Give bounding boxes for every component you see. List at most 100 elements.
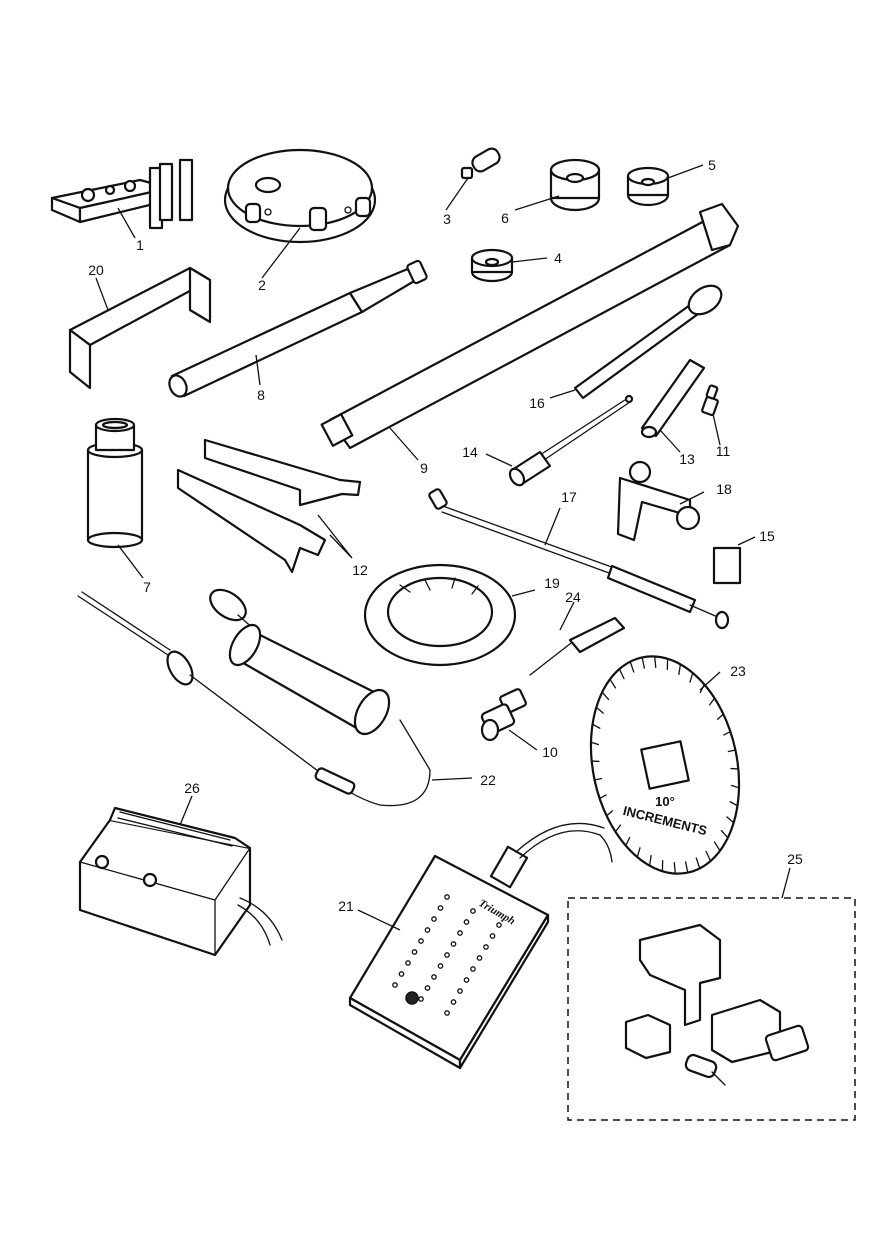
tester-led-dot [398, 971, 405, 977]
callout-12: 12 [352, 562, 368, 578]
callout-8: 8 [257, 387, 265, 403]
tester-led-dot [444, 894, 450, 900]
dial-tick [726, 816, 735, 824]
dial-tick [654, 655, 657, 668]
dial-tick [593, 777, 603, 781]
tester-led-dot [470, 908, 476, 914]
callout-7: 7 [143, 579, 151, 595]
part-11-nipple [701, 384, 719, 417]
tester-led-dot [463, 919, 470, 925]
callout-17: 17 [561, 489, 577, 505]
tester-led-dot [483, 944, 489, 950]
part-17-extension [428, 488, 730, 630]
callout-2: 2 [258, 277, 266, 293]
part-3-pin [460, 147, 501, 180]
part-19-ring [363, 563, 517, 667]
part-12-wrenches [176, 438, 362, 574]
dial-tick [595, 706, 604, 714]
part-7-cylinder [86, 417, 144, 549]
dial-tick [720, 829, 729, 839]
dial-tick [705, 850, 712, 862]
callout-20: 20 [88, 262, 104, 278]
tester-led-dot [405, 960, 411, 966]
kit-dashed-box [567, 897, 856, 1121]
tester-led-dot [424, 985, 431, 991]
dial-tick [614, 824, 622, 833]
part-4-cup [470, 248, 514, 283]
tester-led-dot [489, 933, 496, 939]
tester-led-dot [457, 988, 463, 994]
dial-tick [729, 801, 739, 807]
part-14-probe [508, 394, 634, 487]
leader-lines [95, 164, 791, 931]
dial-tick [618, 668, 625, 680]
part-1-fixture [50, 158, 194, 230]
tester-led-dot [392, 982, 398, 988]
part-20-bracket [68, 266, 212, 390]
callout-26: 26 [184, 780, 200, 796]
callout-1: 1 [136, 237, 144, 253]
callout-11: 11 [716, 443, 731, 459]
dial-tick [695, 857, 701, 870]
part-26-unit [78, 806, 283, 957]
tester-led-dot [437, 963, 444, 969]
dial-tick [730, 784, 740, 789]
callout-18: 18 [716, 481, 732, 497]
dial-tick [609, 678, 617, 689]
tester-led-dot [450, 941, 457, 947]
dial-tick [723, 730, 732, 736]
dial-tick [678, 663, 682, 676]
part-23-dial: 10° INCREMENTS [589, 655, 741, 875]
dial-tick [708, 697, 716, 706]
dial-tick [605, 810, 614, 817]
dial-tick [625, 836, 631, 847]
tester-led-dot [418, 938, 424, 944]
dial-tick [636, 847, 641, 858]
dial-tick [684, 861, 689, 874]
dial-tick [689, 672, 694, 683]
callout-5: 5 [708, 157, 716, 173]
callout-25: 25 [787, 851, 803, 867]
part-18-clamp [616, 460, 701, 542]
tester-led-dot [424, 927, 431, 933]
dial-tick [727, 749, 737, 753]
tester-led-dot [431, 974, 437, 980]
tester-led-dot [496, 922, 502, 928]
tester-led-dot [457, 930, 463, 936]
part-9-tube [320, 202, 740, 450]
callout-10: 10 [542, 744, 558, 760]
callout-13: 13 [679, 451, 695, 467]
callout-15: 15 [759, 528, 775, 544]
part-16-rod [573, 284, 723, 400]
tester-led-dot [450, 999, 457, 1005]
tester-led-dot [411, 949, 418, 955]
callout-16: 16 [529, 395, 545, 411]
callout-21: 21 [338, 898, 354, 914]
dial-tick [601, 691, 610, 701]
callout-22: 22 [480, 772, 496, 788]
part-5-cup [626, 166, 670, 207]
callout-6: 6 [501, 210, 509, 226]
dial-tick [716, 713, 725, 720]
dial-tick [673, 862, 676, 875]
part-24-screwdriver [529, 616, 626, 676]
callout-14: 14 [462, 444, 478, 460]
callout-4: 4 [554, 250, 562, 266]
tester-led-dot [463, 977, 470, 983]
part-15-plate [712, 546, 742, 585]
callout-23: 23 [730, 663, 746, 679]
part-8-handle [168, 259, 428, 398]
dial-label-degrees: 10° [655, 794, 675, 809]
dial-tick [629, 660, 635, 673]
part-2-cover [223, 148, 377, 244]
part-25-kit [567, 897, 856, 1121]
part-10-adapter [480, 688, 527, 742]
tester-led-dot [418, 996, 424, 1002]
tester-led-dot [437, 905, 444, 911]
part-21-tester: Triumph [348, 822, 613, 1070]
tester-led-dot [444, 1010, 450, 1016]
tester-led-dot [470, 966, 476, 972]
part-6-cup [549, 158, 601, 212]
